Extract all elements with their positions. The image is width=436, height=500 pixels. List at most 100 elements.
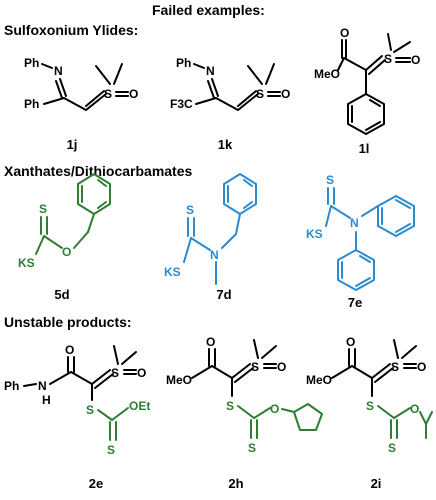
atom-o-5d: O bbox=[62, 245, 71, 259]
structure-1j: Ph N Ph S O bbox=[24, 56, 138, 111]
bond bbox=[368, 59, 386, 75]
bond bbox=[265, 63, 275, 85]
compound-label-5d: 5d bbox=[54, 287, 70, 302]
bond bbox=[43, 97, 65, 105]
bond bbox=[87, 213, 95, 233]
bond bbox=[401, 345, 417, 359]
compound-label-1k: 1k bbox=[217, 137, 233, 152]
bond bbox=[207, 80, 215, 99]
bond bbox=[193, 63, 205, 69]
bond bbox=[387, 33, 392, 51]
bond bbox=[393, 339, 399, 359]
bond bbox=[191, 365, 213, 379]
bond bbox=[247, 65, 263, 85]
structure-7e: S KS N bbox=[306, 173, 415, 291]
bond bbox=[361, 205, 379, 217]
atom-n-7d: N bbox=[210, 248, 219, 262]
atom-s-7e-thione: S bbox=[326, 173, 334, 187]
bond bbox=[371, 363, 391, 379]
bond bbox=[351, 365, 373, 379]
bond bbox=[91, 369, 111, 385]
structure-2h: O MeO S O bbox=[166, 335, 286, 397]
atom-s-2e: S bbox=[111, 366, 119, 380]
atom-o-2h: O bbox=[277, 360, 286, 374]
bond bbox=[111, 407, 129, 421]
bond bbox=[237, 93, 259, 111]
structure-2e-xanthate: S OEt S bbox=[86, 399, 150, 457]
atom-s-1j: S bbox=[104, 87, 112, 101]
benzene-ring bbox=[77, 173, 111, 215]
atom-n-1j: N bbox=[54, 64, 63, 78]
bond bbox=[231, 363, 251, 379]
bond bbox=[59, 78, 67, 97]
bond bbox=[369, 99, 381, 107]
atom-n-2e: N bbox=[38, 379, 47, 393]
atom-s-2i-thione: S bbox=[388, 441, 396, 455]
structure-1k: Ph N F3C S O bbox=[170, 56, 290, 111]
bond bbox=[337, 57, 345, 71]
bond bbox=[85, 93, 107, 111]
atom-o-2i: O bbox=[417, 360, 426, 374]
figure-title: Failed examples: bbox=[152, 2, 265, 18]
bond bbox=[235, 213, 241, 235]
atom-s-5d-thione: S bbox=[39, 202, 47, 216]
bond bbox=[365, 121, 381, 131]
atom-s-7d-thione: S bbox=[186, 203, 194, 217]
atom-o-2e: O bbox=[137, 366, 146, 380]
bond bbox=[355, 277, 371, 287]
benzene-ring bbox=[377, 195, 415, 237]
atom-ph-1j-top: Ph bbox=[24, 56, 39, 70]
bond bbox=[35, 235, 45, 255]
atom-s-2h-thione: S bbox=[248, 441, 256, 455]
bond bbox=[183, 237, 192, 263]
bond bbox=[85, 90, 105, 107]
bond bbox=[195, 97, 217, 105]
structure-2h-xanthate: S O S bbox=[226, 399, 323, 455]
atom-meo-1l: MeO bbox=[314, 67, 340, 81]
atom-oet-2e: OEt bbox=[129, 399, 150, 413]
atom-ph-2e: Ph bbox=[4, 379, 19, 393]
atom-o-2i-ether: O bbox=[410, 402, 419, 416]
section-unstable: Unstable products: bbox=[4, 314, 132, 330]
bond bbox=[23, 383, 37, 387]
compound-label-1l: 1l bbox=[358, 141, 370, 156]
bond bbox=[365, 55, 383, 71]
cyclopentyl-ring bbox=[293, 403, 323, 431]
bond bbox=[243, 201, 253, 209]
bond bbox=[395, 199, 411, 209]
structure-5d: S KS O bbox=[18, 173, 111, 270]
bond bbox=[113, 63, 123, 85]
atom-s-2e-bridge: S bbox=[86, 403, 94, 417]
atom-s-2h: S bbox=[251, 360, 259, 374]
bond bbox=[253, 339, 259, 359]
structure-2i-xanthate: S O S bbox=[366, 399, 433, 455]
atom-ph-1k: Ph bbox=[176, 56, 191, 70]
section-sulfoxonium: Sulfoxonium Ylides: bbox=[4, 22, 139, 38]
compound-label-7e: 7e bbox=[347, 295, 363, 310]
bond bbox=[281, 408, 295, 413]
section-xanthates: Xanthates/Dithiocarbamates bbox=[4, 163, 193, 179]
bond bbox=[325, 205, 332, 227]
bond bbox=[395, 223, 411, 233]
atom-ph-1j-bottom: Ph bbox=[24, 97, 39, 111]
structure-1l: O MeO S O bbox=[314, 26, 420, 135]
benzene-ring bbox=[223, 173, 257, 215]
structure-2e: O Ph N H S O bbox=[4, 343, 146, 407]
bond bbox=[393, 407, 411, 419]
bond bbox=[330, 205, 351, 219]
bond bbox=[121, 351, 137, 365]
atom-s-2i: S bbox=[391, 360, 399, 374]
atom-f3c-1k: F3C bbox=[170, 97, 193, 111]
bond bbox=[41, 63, 53, 69]
atom-o-2i-carbonyl: O bbox=[346, 335, 355, 349]
atom-o-2h-carbonyl: O bbox=[206, 335, 215, 349]
atom-meo-2i: MeO bbox=[306, 373, 332, 387]
bond bbox=[237, 405, 255, 419]
bond bbox=[237, 90, 257, 107]
atom-s-2i-bridge: S bbox=[366, 399, 374, 413]
atom-o-1k: O bbox=[281, 87, 290, 101]
atom-o-1j: O bbox=[129, 87, 138, 101]
atom-h-2e: H bbox=[42, 393, 51, 407]
